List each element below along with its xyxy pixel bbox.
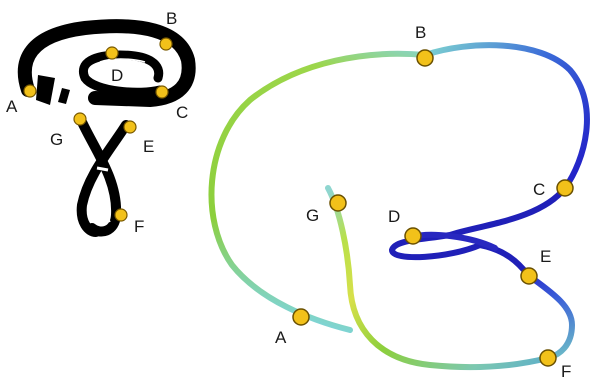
label-d: D <box>111 66 123 85</box>
tube-marker-b <box>416 49 434 67</box>
tube-marker-e <box>520 267 538 285</box>
tube-label-c: C <box>533 180 545 199</box>
marker-c <box>155 85 169 99</box>
tube-label-f: F <box>561 362 571 381</box>
tube-marker-g <box>329 194 347 212</box>
marker-e <box>123 120 137 134</box>
ribbon-strand-e-f <box>76 120 131 237</box>
tube-label-g: G <box>306 206 319 225</box>
label-b: B <box>166 9 177 28</box>
tube-label-d: D <box>388 207 400 226</box>
label-g: G <box>50 130 63 149</box>
ribbon-strand-g-f <box>77 117 122 237</box>
marker-b <box>159 37 173 51</box>
ribbon-end-a <box>36 75 55 105</box>
marker-g <box>73 112 87 126</box>
tube-label-a: A <box>275 328 287 347</box>
tube-diagram: A B C D E F G <box>208 23 590 381</box>
marker-d <box>105 46 119 60</box>
tube-marker-d <box>404 227 422 245</box>
tube-marker-a <box>292 308 310 326</box>
tube-marker-c <box>556 179 574 197</box>
tube-segment-b-c <box>422 42 590 191</box>
tube-marker-f <box>539 349 557 367</box>
label-e: E <box>143 137 154 156</box>
label-f: F <box>134 217 144 236</box>
tube-label-b: B <box>415 23 426 42</box>
label-c: C <box>176 103 188 122</box>
ribbon-outer-loop <box>17 19 196 108</box>
tube-label-e: E <box>540 247 551 266</box>
ribbon-knot-diagram: A B C D E F G <box>6 9 196 237</box>
label-a: A <box>6 97 18 116</box>
marker-f <box>114 208 128 222</box>
marker-a <box>23 84 37 98</box>
tube-segment-a-b <box>208 50 428 333</box>
tube-segment-e-f <box>525 272 576 361</box>
ribbon-inner-loop <box>78 50 165 97</box>
tube-segment-g-f <box>325 185 551 371</box>
